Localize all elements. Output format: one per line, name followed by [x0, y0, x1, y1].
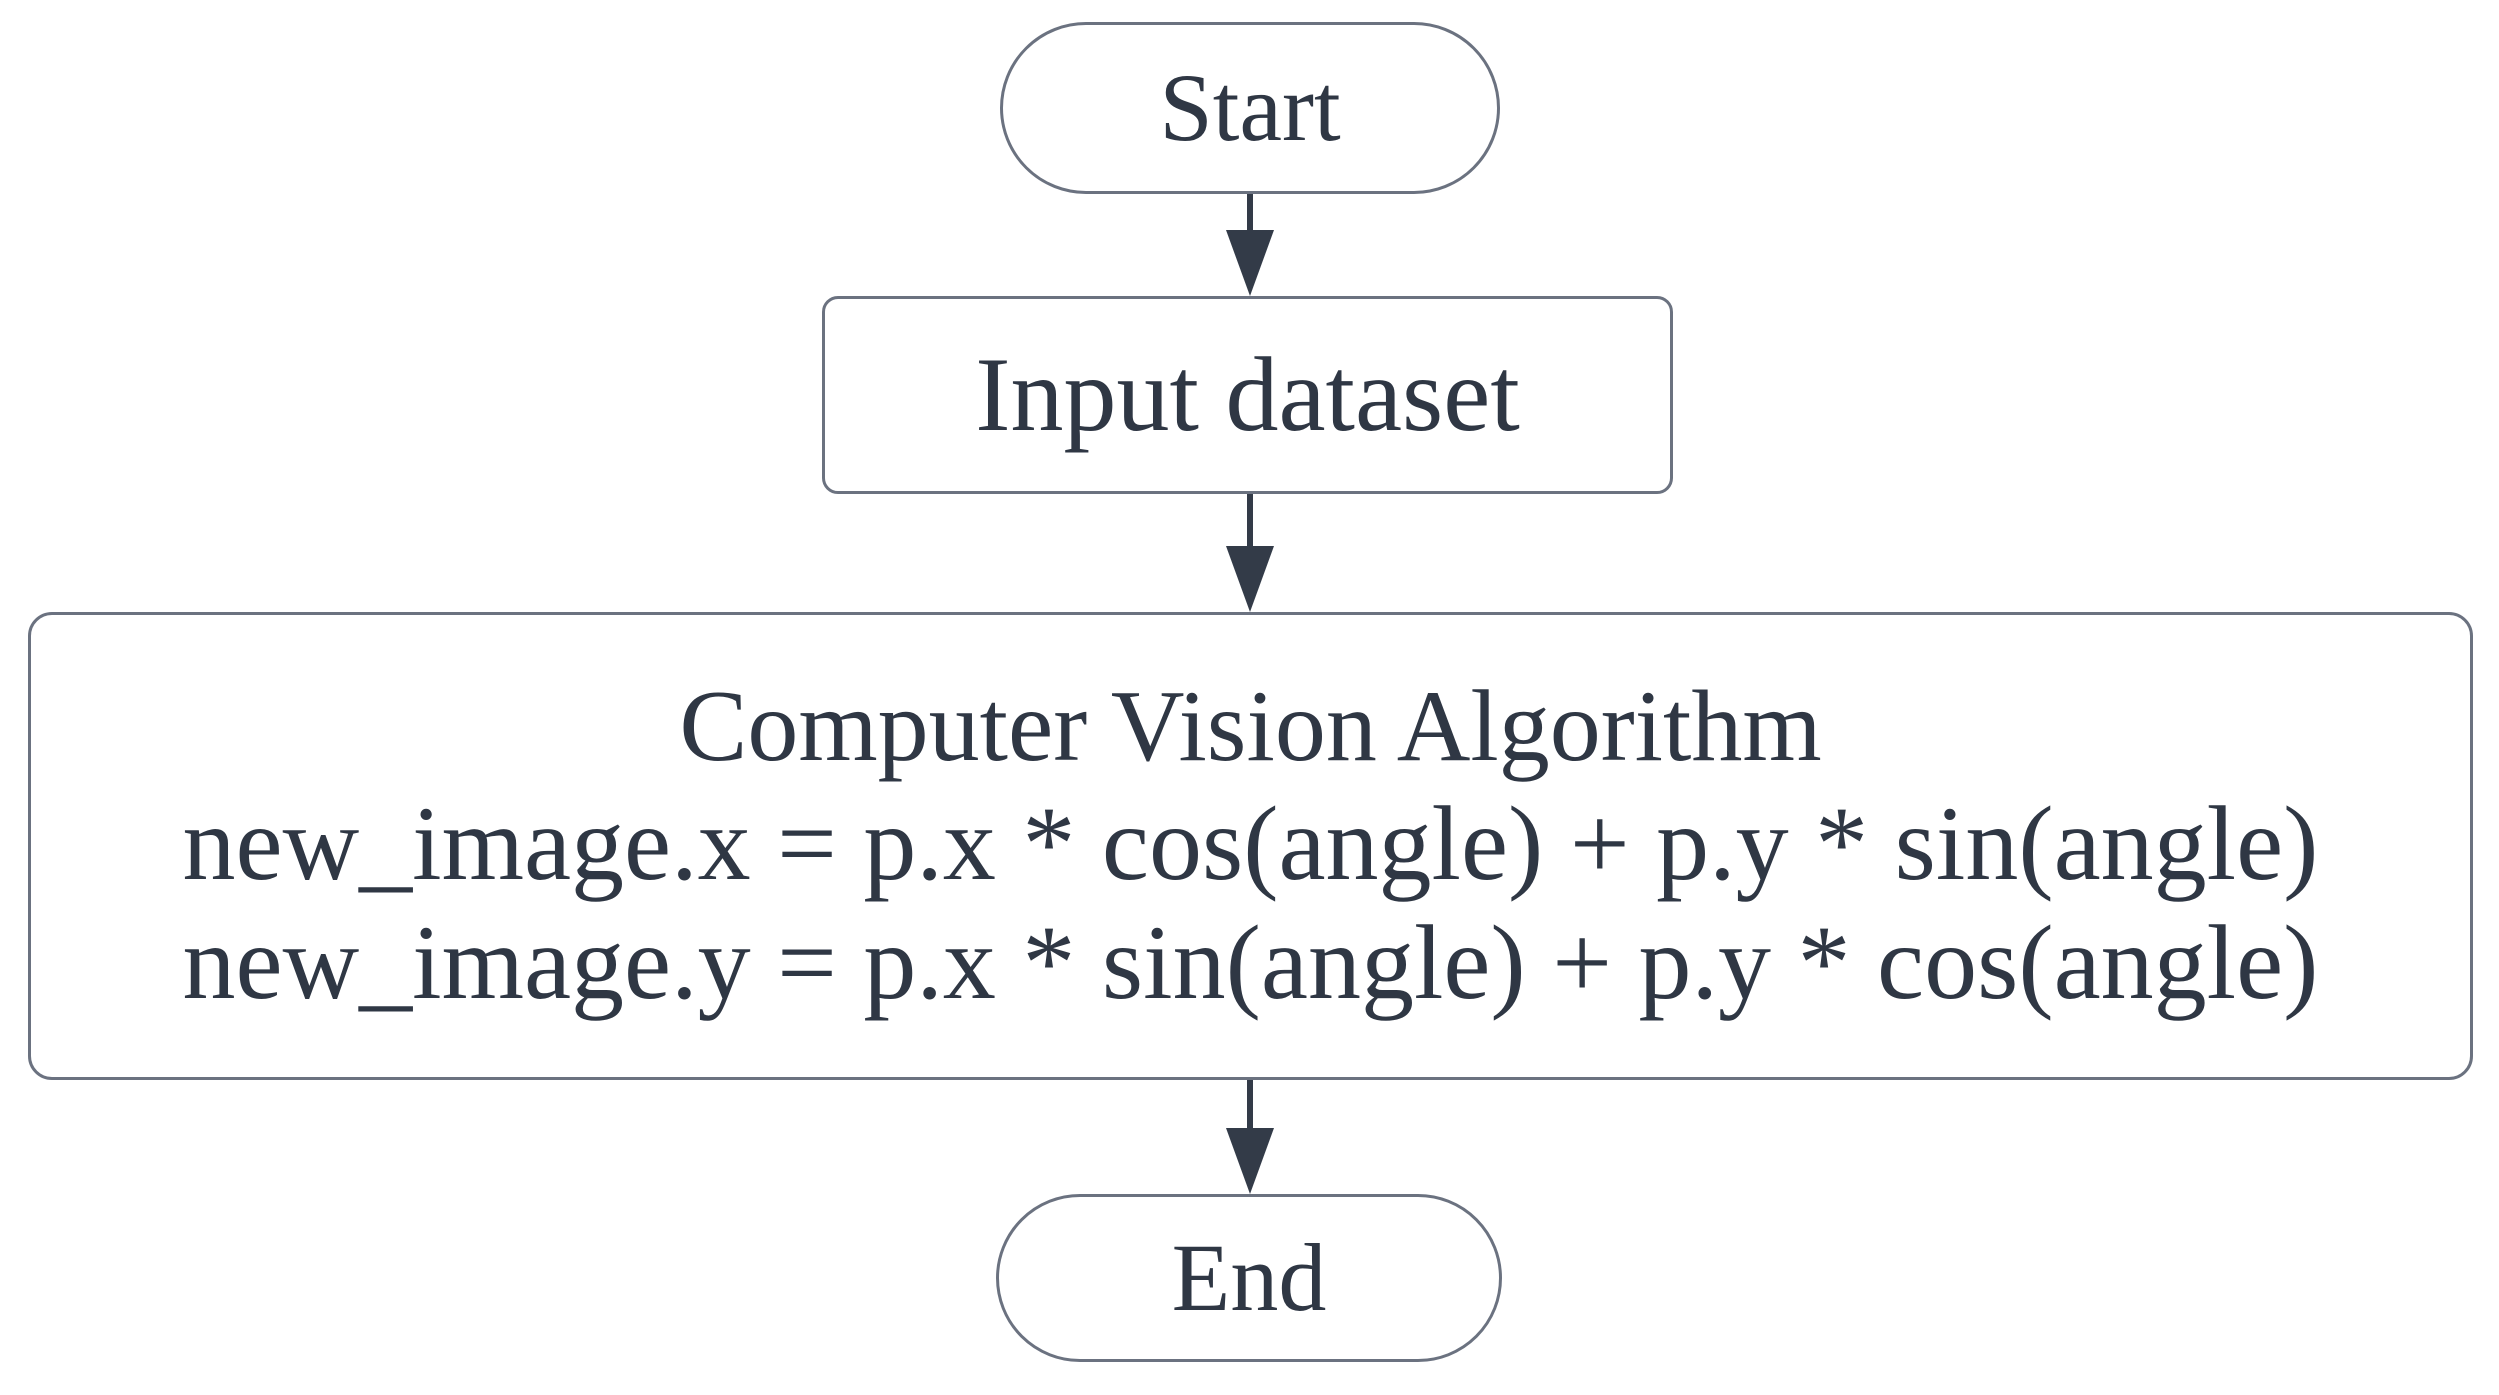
input-dataset-node-label: Input dataset: [975, 336, 1520, 453]
start-node-label: Start: [1159, 54, 1341, 161]
arrow-algorithm-to-end: [1226, 1080, 1274, 1194]
flowchart-node-start: Start: [1000, 22, 1500, 194]
arrow-input-to-algorithm: [1226, 494, 1274, 612]
arrow-stem: [1247, 1080, 1253, 1128]
flowchart-node-end: End: [996, 1194, 1502, 1362]
arrow-start-to-input: [1226, 194, 1274, 296]
arrowhead-down-icon: [1226, 1128, 1274, 1194]
arrowhead-down-icon: [1226, 230, 1274, 296]
end-node-label: End: [1171, 1224, 1327, 1331]
flowchart-node-input-dataset: Input dataset: [822, 296, 1673, 494]
algorithm-formula-y: new_image.y = p.x * sin(angle) + p.y * c…: [182, 904, 2319, 1022]
flowchart-node-algorithm: Computer Vision Algorithm new_image.x = …: [28, 612, 2473, 1080]
arrow-stem: [1247, 194, 1253, 230]
arrowhead-down-icon: [1226, 546, 1274, 612]
algorithm-node-title: Computer Vision Algorithm: [679, 670, 1822, 784]
algorithm-formula-x: new_image.x = p.x * cos(angle) + p.y * s…: [182, 785, 2319, 903]
arrow-stem: [1247, 494, 1253, 546]
